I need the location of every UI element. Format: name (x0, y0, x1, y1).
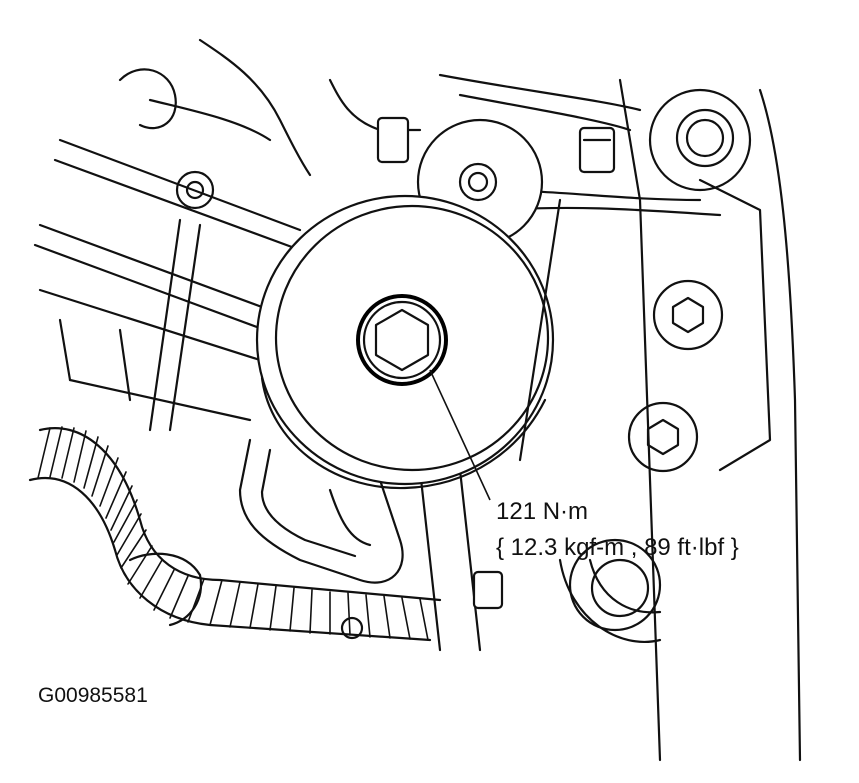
lower-casting (238, 438, 662, 652)
main-pulley (255, 194, 555, 490)
torque-value-alternate-units: { 12.3 kgf-m , 89 ft·lbf } (496, 534, 739, 561)
right-bosses (568, 88, 752, 632)
center-bolt (356, 294, 448, 386)
ribbed-frame (33, 138, 302, 432)
corrugated-hose (28, 426, 442, 642)
hex-bolt-icon (376, 116, 616, 610)
hex-socket-icon (374, 308, 430, 372)
callout-leader-line (429, 369, 491, 501)
torque-value-si: 121 N·m (496, 498, 589, 525)
figure-code: G00985581 (38, 684, 148, 707)
